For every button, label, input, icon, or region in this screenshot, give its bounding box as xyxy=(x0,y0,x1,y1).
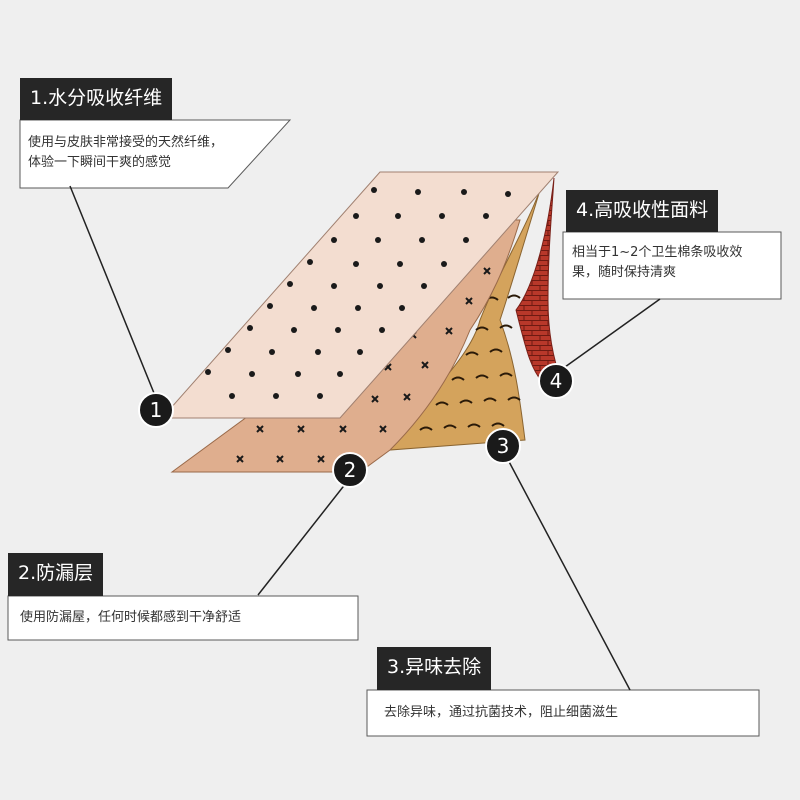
badge-2-number: 2 xyxy=(343,458,357,482)
badge-4 xyxy=(538,363,574,399)
layer-3-desc-line-1: 去除异味，通过抗菌技术，阻止细菌滋生 xyxy=(384,705,619,720)
layer-4-desc-line-2: 果，随时保持清爽 xyxy=(572,265,677,280)
leader-line-2 xyxy=(257,477,351,596)
layer-2-title: 2.防漏层 xyxy=(8,553,104,596)
desc-box-3 xyxy=(366,689,760,737)
layer-3-title: 3.异味去除 xyxy=(377,647,492,690)
leader-line-3 xyxy=(505,455,631,691)
badge-3 xyxy=(485,428,521,464)
layer-1-desc: 使用与皮肤非常接受的天然纤维， 体验一下瞬间干爽的感觉 xyxy=(28,133,223,173)
badge-4-number: 4 xyxy=(549,369,563,393)
desc-box-2 xyxy=(7,595,359,641)
leader-line-1 xyxy=(69,185,157,399)
badge-2 xyxy=(332,452,368,488)
layer-1-shape xyxy=(160,171,560,419)
layer-1-dots xyxy=(205,187,511,399)
leader-line-4 xyxy=(557,298,661,373)
layer-1-title: 1.水分吸收纤维 xyxy=(20,78,173,120)
layer-1-desc-line-2: 体验一下瞬间干爽的感觉 xyxy=(28,155,172,170)
layer-4-desc: 相当于1~2个卫生棉条吸收效 果，随时保持清爽 xyxy=(572,243,742,283)
layer-2-desc: 使用防漏屋，任何时候都感到干净舒适 xyxy=(20,608,241,628)
badge-1-number: 1 xyxy=(149,398,163,422)
layer-1-desc-line-1: 使用与皮肤非常接受的天然纤维， xyxy=(28,135,224,150)
badge-3-number: 3 xyxy=(496,434,510,458)
layer-4-desc-line-1: 相当于1~2个卫生棉条吸收效 xyxy=(572,245,743,260)
layer-4-title: 4.高吸收性面料 xyxy=(566,190,719,232)
badge-1 xyxy=(138,392,174,428)
layer-3-desc: 去除异味，通过抗菌技术，阻止细菌滋生 xyxy=(384,703,618,723)
desc-box-4 xyxy=(562,231,782,300)
layer-2-desc-line-1: 使用防漏屋，任何时候都感到干净舒适 xyxy=(20,610,242,625)
desc-box-1 xyxy=(19,119,292,189)
